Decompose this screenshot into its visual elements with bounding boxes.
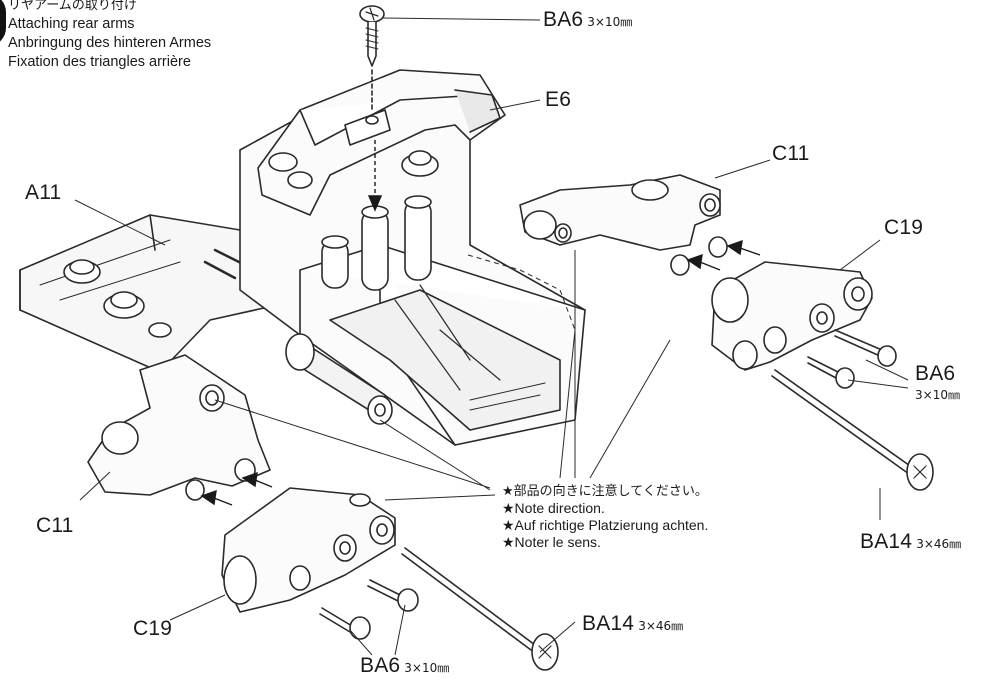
arm-part-c11-right: [519, 174, 728, 276]
alignment-lines: [467, 254, 576, 331]
part-code: C11: [772, 142, 810, 165]
hinge-part-c19-right: [711, 261, 873, 371]
note-english: ★Note direction.: [502, 500, 605, 516]
insertion-arrows: [200, 140, 761, 506]
screw-ba6-top: [359, 5, 385, 113]
screw-ba14-bottom: [401, 547, 559, 671]
part-code: BA6: [360, 654, 401, 677]
chassis-part-a11: [19, 214, 301, 373]
note-german: ★Auf richtige Platzierung achten.: [502, 517, 709, 533]
mount-part-e6: [257, 69, 506, 216]
part-code: C19: [133, 617, 173, 640]
label-c19-left: C19: [133, 617, 172, 641]
label-c11-right: C11: [772, 142, 810, 166]
label-c19-right: C19: [884, 216, 923, 240]
step-title: リヤアームの取り付け Attaching rear arms Anbringun…: [8, 0, 211, 72]
part-code: C19: [884, 216, 924, 239]
part-code: E6: [545, 88, 572, 111]
screw-ba6-right: [807, 329, 897, 389]
part-dimension: 3×46㎜: [638, 619, 684, 633]
part-code: C11: [36, 514, 74, 537]
step-number-badge: [0, 0, 6, 46]
screw-ba6-bottom: [319, 579, 419, 640]
part-code: BA6: [543, 8, 584, 31]
part-dimension: 3×10㎜: [404, 661, 450, 675]
hinge-part-c19-left: [221, 487, 396, 613]
note-japanese: ★部品の向きに注意してください。: [502, 484, 708, 499]
arm-part-c11-left: [87, 354, 271, 501]
part-dimension: 3×10㎜: [915, 388, 960, 402]
title-german: Anbringung des hinteren Armes: [8, 35, 212, 51]
part-code: BA14: [860, 530, 913, 553]
label-ba6-right: BA6 3×10㎜: [915, 362, 960, 403]
part-dimension: 3×10㎜: [587, 15, 633, 29]
orientation-note: ★部品の向きに注意してください。 ★Note direction. ★Auf r…: [502, 483, 708, 551]
leader-lines: [74, 17, 909, 656]
title-english: Attaching rear arms: [8, 16, 135, 32]
part-code: BA6: [915, 362, 956, 385]
label-a11: A11: [25, 181, 61, 205]
label-e6: E6: [545, 88, 571, 112]
screw-ba14-right: [771, 369, 934, 491]
title-japanese: リヤアームの取り付け: [8, 0, 137, 13]
title-french: Fixation des triangles arrière: [8, 54, 191, 70]
note-french: ★Noter le sens.: [502, 534, 601, 550]
part-code: BA14: [582, 612, 635, 635]
label-c11-left: C11: [36, 514, 74, 538]
part-dimension: 3×46㎜: [916, 537, 962, 551]
part-code: A11: [25, 181, 62, 204]
